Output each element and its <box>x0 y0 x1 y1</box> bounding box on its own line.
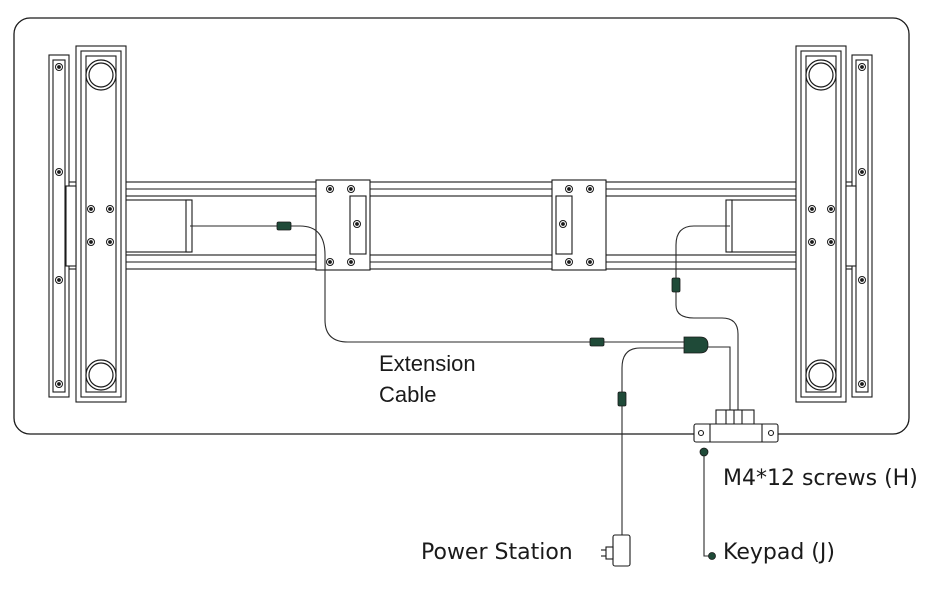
leg-foot-circles <box>85 59 837 391</box>
keypad-leader-dot <box>708 552 716 560</box>
extension-cable-label-line1: Extension <box>379 351 476 376</box>
extension-cable-label: Extension Cable <box>379 348 476 410</box>
right-leg-frame <box>795 45 873 403</box>
left-leg-frame <box>48 45 127 403</box>
motor-housing-left <box>123 199 193 253</box>
screws-label: M4*12 screws (H) <box>723 466 918 491</box>
cable-connectors <box>276 221 709 407</box>
keypad-label: Keypad (J) <box>723 540 835 565</box>
screws-leader-dot <box>699 447 709 457</box>
connector-right-vertical <box>671 277 681 293</box>
power-plug-icon <box>601 534 631 567</box>
connector-power-cable <box>617 391 627 407</box>
extension-cable-label-line2: Cable <box>379 382 437 407</box>
connector-left <box>276 221 292 231</box>
mounting-screws <box>55 63 866 388</box>
motor-housing-right <box>725 199 797 253</box>
connector-extension <box>589 337 605 347</box>
power-station-label: Power Station <box>421 540 573 565</box>
center-bracket-left <box>315 179 371 271</box>
tabletop-outline <box>13 17 910 435</box>
keypad-box <box>693 409 779 443</box>
connector-split-plug <box>683 336 709 354</box>
